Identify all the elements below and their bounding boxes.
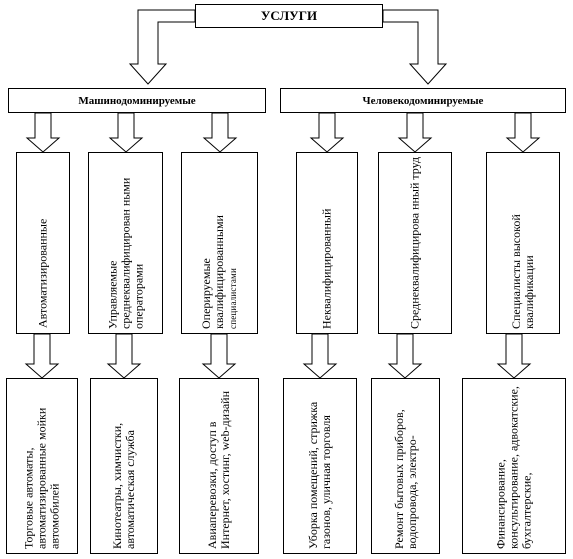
example-text-qualified-specialists: Авиаперевозки, доступ в Интернет, хостин… [205, 391, 232, 549]
category-label-automated: Автоматизированные [35, 218, 50, 328]
category-box-qualified-specialists: Оперируемые квалифицированными специалис… [181, 152, 258, 334]
arrow-to-category-qualified-specialists [202, 112, 238, 153]
arrow-to-category-semi-skilled-operators [108, 112, 144, 153]
category-label-highly-qualified: Специалисты высокой квалификации [509, 214, 536, 329]
arrow-to-category-unskilled [309, 112, 345, 153]
example-box-semi-skilled-labor: Ремонт бытовых приборов, водопровода, эл… [371, 378, 440, 554]
root-box: УСЛУГИ [195, 4, 383, 28]
example-text-highly-qualified: Финансирование, консультирование, адвока… [493, 386, 534, 549]
example-text-semi-skilled-labor: Ремонт бытовых приборов, водопровода, эл… [391, 409, 419, 549]
category-label-unskilled: Неквалифицированный [319, 208, 334, 329]
arrow-to-example-unskilled [302, 333, 338, 379]
root-label: УСЛУГИ [260, 8, 318, 23]
arrow-to-category-semi-skilled-labor [397, 112, 433, 153]
group-label-machine: Машинодоминируемые [78, 94, 196, 107]
category-label-semi-skilled-labor: Среднеквалифицирова нный труд [407, 157, 422, 329]
example-box-semi-skilled-operators: Кинотеатры, химчистки, автоматическая сл… [90, 378, 158, 554]
connectors [24, 9, 541, 379]
example-box-qualified-specialists: Авиаперевозки, доступ в Интернет, хостин… [179, 378, 259, 554]
example-box-unskilled: Уборка помещений, стрижка газонов, уличн… [283, 378, 357, 554]
group-box-machine: Машинодоминируемые [8, 88, 266, 113]
example-text-semi-skilled-operators: Кинотеатры, химчистки, автоматическая сл… [110, 422, 137, 549]
category-label-qualified-specialists: Оперируемые квалифицированными специалис… [198, 157, 240, 329]
category-box-semi-skilled-operators: Управляемые среднеквалифицирован ными оп… [88, 152, 163, 334]
category-box-unskilled: Неквалифицированный [296, 152, 358, 334]
arrow-root-to-human [382, 9, 448, 85]
category-label-semi-skilled-operators: Управляемые среднеквалифицирован ными оп… [105, 177, 145, 329]
arrow-to-example-highly-qualified [496, 333, 532, 379]
group-box-human: Человекодоминируемые [280, 88, 566, 113]
arrow-to-example-semi-skilled-operators [106, 333, 142, 379]
category-box-semi-skilled-labor: Среднеквалифицирова нный труд [378, 152, 452, 334]
category-box-highly-qualified: Специалисты высокой квалификации [486, 152, 560, 334]
arrow-to-example-semi-skilled-labor [387, 333, 423, 379]
example-box-automated: Торговые автоматы, автоматизированные мо… [6, 378, 78, 554]
category-box-automated: Автоматизированные [16, 152, 70, 334]
group-label-human: Человекодоминируемые [362, 94, 484, 107]
arrow-to-category-highly-qualified [505, 112, 541, 153]
arrow-to-category-automated [25, 112, 61, 153]
arrow-to-example-qualified-specialists [201, 333, 237, 379]
example-text-automated: Торговые автоматы, автоматизированные мо… [21, 407, 62, 549]
arrow-to-example-automated [24, 333, 60, 379]
example-text-unskilled: Уборка помещений, стрижка газонов, уличн… [306, 401, 333, 549]
arrow-root-to-machine [128, 9, 196, 85]
example-box-highly-qualified: Финансирование, консультирование, адвока… [462, 378, 566, 554]
category-label-qualified-main: Оперируемые квалифицированными [198, 215, 226, 329]
category-label-qualified-small: специалистами [227, 268, 238, 329]
